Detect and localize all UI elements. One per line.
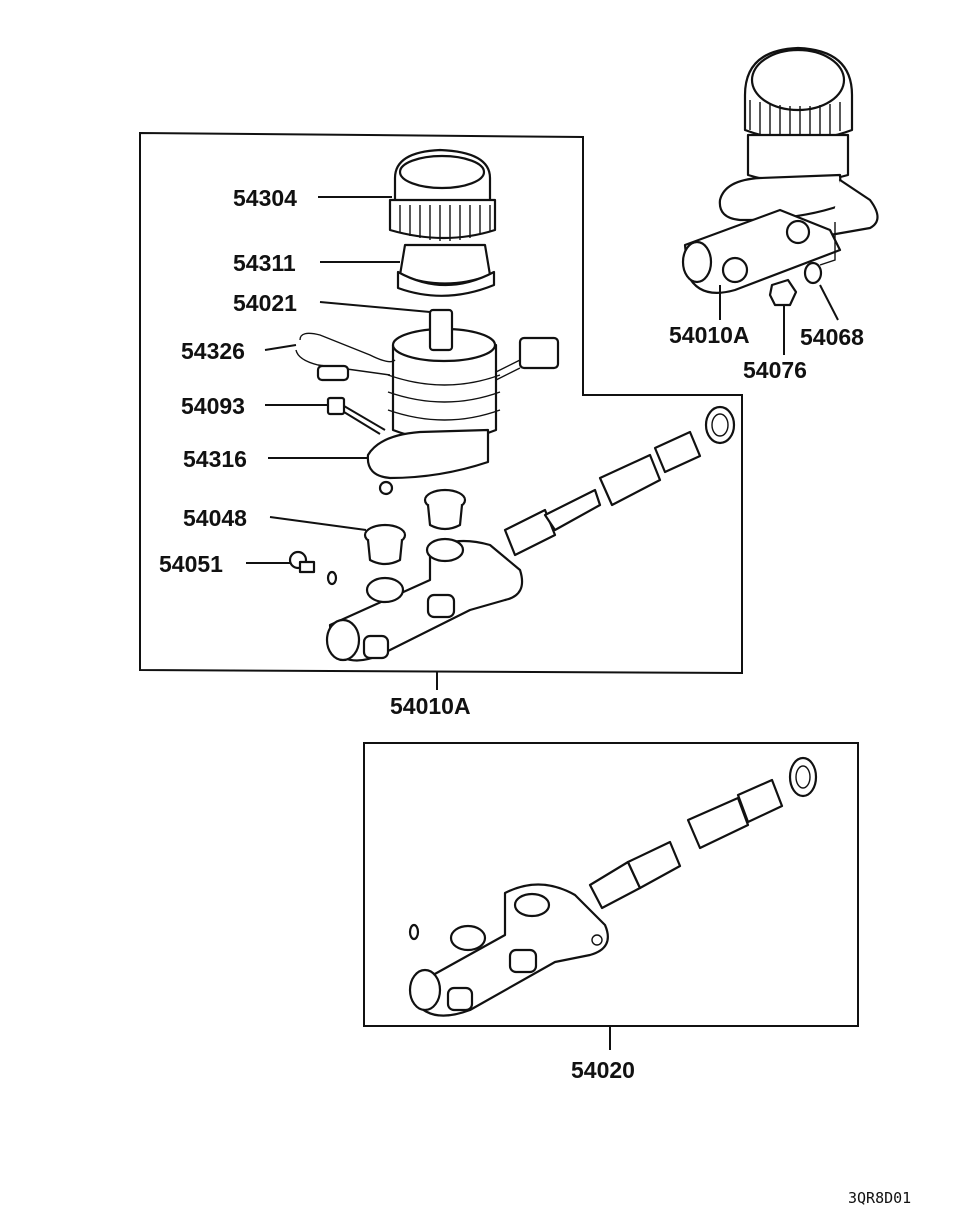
sensor-wire	[299, 332, 396, 363]
reservoir-base[interactable]	[366, 428, 490, 496]
gasket-ring[interactable]	[803, 261, 823, 285]
piston-kit-main[interactable]	[503, 405, 736, 557]
assembly-box-54010A	[139, 131, 743, 675]
label-54010A-side: 54010A	[669, 322, 750, 348]
label-54316: 54316	[183, 446, 247, 472]
label-54051: 54051	[159, 551, 223, 577]
o-ring[interactable]	[408, 923, 420, 941]
label-54020: 54020	[571, 1057, 635, 1083]
label-54311: 54311	[233, 250, 296, 276]
assembled-master-cylinder[interactable]	[681, 46, 879, 294]
label-54326: 54326	[181, 338, 245, 364]
diagram-code: 3QR8D01	[848, 1189, 911, 1207]
label-54048: 54048	[183, 505, 247, 531]
reservoir-strainer[interactable]	[396, 243, 496, 297]
master-cylinder-body-lower[interactable]	[408, 883, 609, 1017]
reservoir-bolt[interactable]	[326, 396, 386, 435]
label-54068: 54068	[800, 324, 864, 350]
master-cylinder-body[interactable]	[325, 537, 524, 662]
label-54304: 54304	[233, 185, 297, 211]
reservoir-tank[interactable]	[387, 308, 560, 442]
piston-kit-lower[interactable]	[588, 756, 818, 910]
label-54021: 54021	[233, 290, 297, 316]
label-54010A-main: 54010A	[390, 693, 471, 719]
reservoir-cap[interactable]	[388, 148, 497, 241]
piston-stopper-bolt[interactable]	[288, 550, 338, 586]
label-54076: 54076	[743, 357, 807, 383]
reservoir-grommet[interactable]	[363, 488, 467, 566]
wire-grommet	[316, 364, 350, 382]
flare-nut[interactable]	[768, 278, 798, 307]
label-54093: 54093	[181, 393, 245, 419]
